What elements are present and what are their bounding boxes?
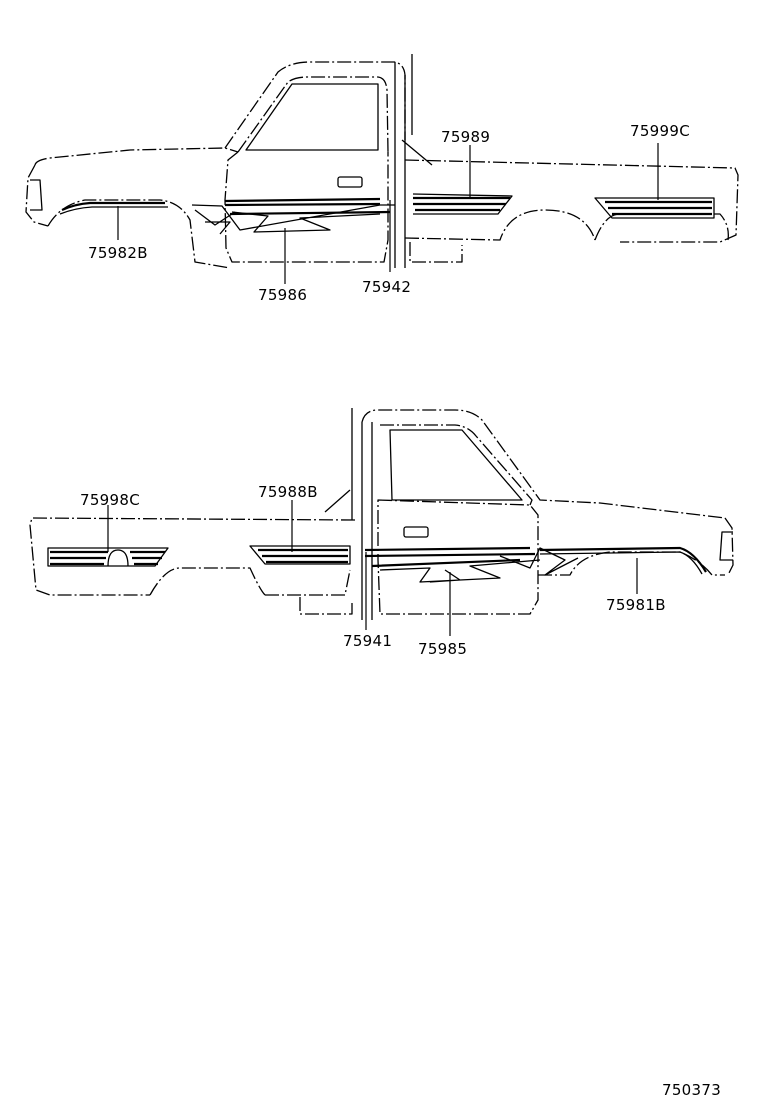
top-bed-stripe-75989 <box>413 196 510 212</box>
top-window-frame <box>245 83 379 151</box>
bottom-front-face <box>724 517 734 576</box>
bottom-tank <box>299 597 353 615</box>
bottom-cab-back-pillar <box>324 408 373 620</box>
bottom-bed-stripe-75998c-out <box>47 547 169 567</box>
bottom-fender-stripe-2 <box>539 551 703 575</box>
top-fender-stripe <box>61 201 165 211</box>
bottom-bed-stripe-75988b <box>258 548 348 564</box>
top-front-face <box>25 164 49 227</box>
bottom-windshield <box>380 424 533 506</box>
bottom-door-graphic-band <box>364 546 536 568</box>
bottom-bed-stripe-75998c <box>50 550 165 566</box>
top-mid-arch <box>404 209 596 241</box>
bottom-cab-roof <box>361 409 726 519</box>
top-truck-view: 75989 75999C 75982B 75986 75942 <box>25 54 739 304</box>
bottom-fender-stripe <box>539 546 707 573</box>
figure-number: 750373 <box>662 1081 721 1099</box>
top-front-arch <box>47 199 231 269</box>
bottom-mid-arch <box>265 569 351 596</box>
top-cab-roof <box>224 61 406 149</box>
label-75981b: 75981B <box>606 596 666 614</box>
top-bumper <box>30 179 43 211</box>
bottom-bed-stripe-75988b-out <box>249 545 351 565</box>
label-75988b: 75988B <box>258 483 318 501</box>
label-75982b: 75982B <box>88 244 148 262</box>
top-door-outline <box>224 151 389 263</box>
top-fender-stripe-2 <box>59 206 168 215</box>
top-frame-rail <box>404 159 739 243</box>
top-bed-stripe-75999c <box>605 200 712 216</box>
label-75998c: 75998C <box>80 491 140 509</box>
label-75942: 75942 <box>362 278 411 296</box>
label-75985: 75985 <box>418 640 467 658</box>
top-bed-stripe-75989-out <box>412 193 513 215</box>
bottom-rear-arch <box>149 567 266 596</box>
top-bed-stripe-75999c-out <box>594 197 715 219</box>
top-door-handle <box>337 176 363 188</box>
bottom-door-outline <box>377 499 539 615</box>
bottom-frame-rail <box>29 517 356 596</box>
label-75941: 75941 <box>343 632 392 650</box>
top-hood-outline <box>34 147 239 166</box>
top-cab-back-pillar <box>394 54 433 268</box>
top-door-graphic-band <box>224 197 391 216</box>
label-75989: 75989 <box>441 128 490 146</box>
bottom-fuel-door <box>107 549 129 567</box>
bottom-truck-view: 75998C 75988B 75941 75985 75981B <box>29 408 734 658</box>
label-75986: 75986 <box>258 286 307 304</box>
top-windshield <box>237 76 389 153</box>
bottom-bumper <box>719 531 733 561</box>
top-tank <box>409 242 463 263</box>
bottom-door-handle <box>403 526 429 538</box>
bottom-window-frame <box>389 429 523 501</box>
top-door-graphic <box>191 204 395 235</box>
label-75999c: 75999C <box>630 122 690 140</box>
